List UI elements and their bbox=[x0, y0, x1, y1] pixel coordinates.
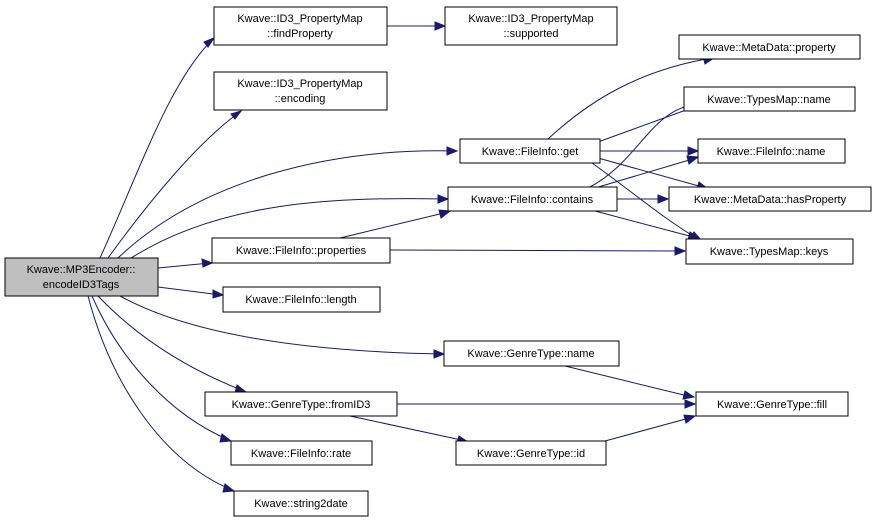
edges bbox=[87, 21, 716, 493]
arrowhead bbox=[686, 155, 700, 165]
node-tmKeys-label: Kwave::TypesMap::keys bbox=[710, 246, 829, 258]
node-mdHasProperty-label: Kwave::MetaData::hasProperty bbox=[694, 194, 847, 206]
node-supported-line1: Kwave::ID3_PropertyMap bbox=[468, 13, 593, 25]
edge-root-fiRate bbox=[91, 295, 230, 441]
edge-fiProperties-fiContains bbox=[339, 211, 449, 239]
edge-root-gtName bbox=[119, 295, 443, 355]
node-fiGet[interactable]: Kwave::FileInfo::get bbox=[459, 138, 601, 164]
node-fiProperties[interactable]: Kwave::FileInfo::properties bbox=[211, 237, 391, 264]
node-fiLength[interactable]: Kwave::FileInfo::length bbox=[222, 286, 381, 313]
node-mdHasProperty[interactable]: Kwave::MetaData::hasProperty bbox=[668, 186, 872, 212]
node-fiName[interactable]: Kwave::FileInfo::name bbox=[697, 138, 846, 164]
arrowhead bbox=[684, 399, 697, 409]
node-gtId[interactable]: Kwave::GenreType::id bbox=[455, 440, 607, 466]
node-gtId-label: Kwave::GenreType::id bbox=[477, 448, 585, 460]
arrowhead bbox=[438, 209, 452, 219]
node-findProperty-line1: Kwave::ID3_PropertyMap bbox=[237, 13, 362, 25]
node-mdProperty-label: Kwave::MetaData::property bbox=[702, 42, 836, 54]
arrowhead bbox=[437, 194, 450, 204]
node-fiGet-label: Kwave::FileInfo::get bbox=[482, 146, 579, 158]
node-tmName-label: Kwave::TypesMap::name bbox=[707, 94, 831, 106]
node-fiRate[interactable]: Kwave::FileInfo::rate bbox=[230, 440, 373, 466]
node-findProperty[interactable]: Kwave::ID3_PropertyMap ::findProperty bbox=[213, 6, 388, 46]
node-fiContains-label: Kwave::FileInfo::contains bbox=[471, 194, 594, 206]
edge-gtId-gtFill bbox=[604, 416, 694, 442]
node-fiContains[interactable]: Kwave::FileInfo::contains bbox=[447, 186, 618, 212]
edge-gtFromID3-gtId bbox=[349, 415, 467, 442]
node-gtFill-label: Kwave::GenreType::fill bbox=[717, 399, 827, 411]
arrowhead bbox=[219, 433, 233, 443]
edge-root-string2date bbox=[87, 295, 233, 491]
node-gtFromID3[interactable]: Kwave::GenreType::fromID3 bbox=[204, 391, 398, 417]
arrowhead bbox=[687, 146, 700, 156]
edge-fiContains-tmKeys bbox=[594, 210, 698, 239]
arrowhead bbox=[446, 146, 459, 156]
edge-root-gtFromID3 bbox=[97, 295, 245, 392]
node-encoding[interactable]: Kwave::ID3_PropertyMap ::encoding bbox=[213, 71, 388, 111]
node-encoding-line1: Kwave::ID3_PropertyMap bbox=[237, 78, 362, 90]
edge-fiGet-tmKeys bbox=[591, 162, 701, 241]
edge-fiContains-fiName bbox=[594, 157, 697, 189]
edge-root-encoding bbox=[107, 111, 241, 259]
arrowhead bbox=[657, 194, 670, 204]
node-fiRate-label: Kwave::FileInfo::rate bbox=[251, 448, 351, 460]
edge-root-fiContains bbox=[127, 198, 447, 261]
node-tmKeys[interactable]: Kwave::TypesMap::keys bbox=[685, 238, 854, 265]
node-string2date[interactable]: Kwave::string2date bbox=[233, 490, 369, 517]
arrowhead bbox=[222, 483, 236, 493]
edge-gtName-gtFill bbox=[564, 365, 693, 398]
arrowhead bbox=[201, 258, 214, 268]
node-root-line1: Kwave::MP3Encoder:: bbox=[27, 264, 136, 276]
node-gtFromID3-label: Kwave::GenreType::fromID3 bbox=[232, 399, 371, 411]
arrowhead bbox=[674, 246, 687, 256]
edge-fiProperties-tmKeys bbox=[389, 249, 684, 252]
node-supported-line2: ::supported bbox=[503, 28, 558, 40]
arrowhead bbox=[212, 289, 225, 299]
edge-fiGet-mdProperty bbox=[547, 57, 713, 140]
node-string2date-label: Kwave::string2date bbox=[254, 498, 348, 510]
node-encoding-line2: ::encoding bbox=[275, 93, 326, 105]
edge-root-findProperty bbox=[99, 37, 215, 259]
node-root-line2: encodeID3Tags bbox=[43, 279, 120, 291]
node-mdProperty[interactable]: Kwave::MetaData::property bbox=[678, 34, 861, 60]
node-gtFill[interactable]: Kwave::GenreType::fill bbox=[695, 391, 849, 417]
node-supported[interactable]: Kwave::ID3_PropertyMap ::supported bbox=[444, 6, 618, 46]
edge-root-fiProperties bbox=[157, 262, 211, 269]
node-fiLength-label: Kwave::FileInfo::length bbox=[245, 294, 356, 306]
edge-fiGet-mdHasProperty bbox=[597, 157, 707, 189]
edge-root-fiLength bbox=[157, 286, 222, 296]
edge-fiContains-tmName bbox=[589, 103, 698, 188]
node-gtName-label: Kwave::GenreType::name bbox=[467, 348, 594, 360]
node-findProperty-line2: ::findProperty bbox=[267, 28, 333, 40]
arrowhead bbox=[682, 390, 696, 400]
arrowhead bbox=[230, 110, 243, 120]
arrowhead bbox=[203, 36, 216, 48]
node-fiProperties-label: Kwave::FileInfo::properties bbox=[236, 245, 367, 257]
arrowhead bbox=[434, 21, 447, 31]
edge-fiGet-tmName bbox=[597, 105, 698, 143]
edge-root-fiGet bbox=[117, 150, 456, 259]
arrowhead bbox=[683, 414, 697, 424]
arrowhead bbox=[433, 349, 446, 359]
node-gtName[interactable]: Kwave::GenreType::name bbox=[443, 340, 620, 367]
node-fiName-label: Kwave::FileInfo::name bbox=[717, 146, 826, 158]
node-tmName[interactable]: Kwave::TypesMap::name bbox=[683, 86, 856, 112]
node-root[interactable]: Kwave::MP3Encoder:: encodeID3Tags bbox=[4, 257, 159, 297]
